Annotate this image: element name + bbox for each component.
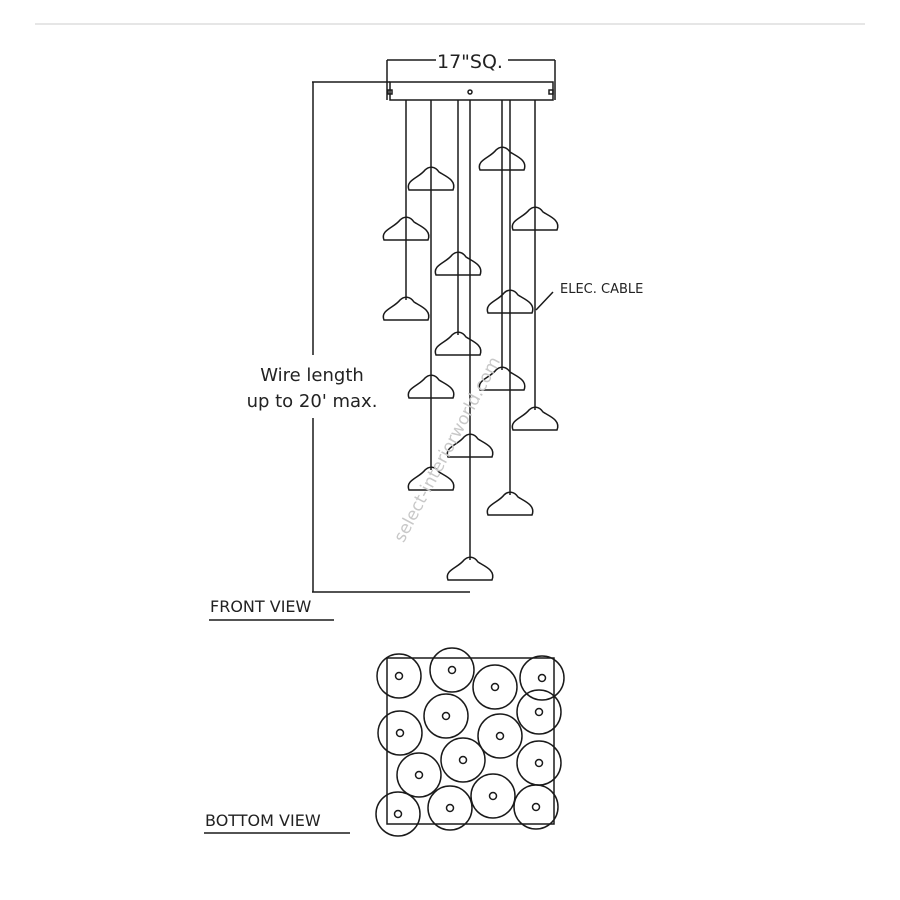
glass-pendant bbox=[511, 206, 559, 231]
wire-point bbox=[534, 707, 544, 717]
glass-pendant bbox=[478, 366, 526, 391]
pendant-outline bbox=[396, 752, 442, 798]
pendant-outline bbox=[516, 689, 562, 735]
wire-point bbox=[393, 809, 403, 819]
glass-pendant bbox=[511, 406, 559, 431]
wire-point bbox=[394, 671, 404, 681]
wire-point bbox=[531, 802, 541, 812]
glass-pendant bbox=[486, 289, 534, 314]
glass-pendant bbox=[382, 296, 430, 321]
wire-point bbox=[495, 731, 505, 741]
front-view-label: FRONT VIEW bbox=[210, 597, 312, 616]
pendant-outline bbox=[429, 647, 475, 693]
height-dimension: Wire length up to 20' max. bbox=[247, 81, 470, 593]
wire-point bbox=[534, 758, 544, 768]
glass-pendant bbox=[382, 216, 430, 241]
wire-length-line2: up to 20' max. bbox=[247, 391, 378, 412]
glass-pendant bbox=[446, 556, 494, 581]
glass-pendant bbox=[434, 251, 482, 276]
wire-point bbox=[447, 665, 457, 675]
wire-point bbox=[488, 791, 498, 801]
pendant-outline bbox=[427, 785, 473, 831]
watermark: select-interiorworld.com bbox=[390, 354, 505, 546]
pendant-outline bbox=[376, 653, 422, 699]
width-dimension: 17"SQ. bbox=[386, 51, 556, 100]
elec-cable-label: ELEC. CABLE bbox=[560, 282, 643, 297]
wire-point bbox=[445, 803, 455, 813]
pendant-outline bbox=[470, 773, 516, 819]
pendant-outline bbox=[519, 655, 565, 701]
bottom-view-label: BOTTOM VIEW bbox=[205, 811, 321, 830]
wire-point bbox=[441, 711, 451, 721]
pendant-outline bbox=[513, 784, 559, 830]
pendant-outline bbox=[440, 737, 486, 783]
glass-pendant bbox=[407, 166, 455, 191]
glass-pendant bbox=[407, 466, 455, 491]
wire-point bbox=[490, 682, 500, 692]
wire-point bbox=[414, 770, 424, 780]
canopy bbox=[387, 81, 554, 101]
glass-pendant bbox=[434, 331, 482, 356]
pendant-outline bbox=[375, 791, 421, 837]
glass-pendant bbox=[478, 146, 526, 171]
wire-point bbox=[458, 755, 468, 765]
elec-cable-callout: ELEC. CABLE bbox=[535, 282, 643, 311]
wire-point bbox=[395, 728, 405, 738]
glass-pendant bbox=[407, 374, 455, 399]
pendant-outline bbox=[377, 710, 423, 756]
front-view-pendants bbox=[382, 100, 559, 581]
glass-pendant bbox=[486, 491, 534, 516]
width-dimension-label: 17"SQ. bbox=[437, 51, 503, 73]
wire-length-line1: Wire length bbox=[260, 365, 364, 386]
bottom-view bbox=[375, 647, 565, 837]
wire-point bbox=[537, 673, 547, 683]
pendant-outline bbox=[423, 693, 469, 739]
glass-pendant bbox=[446, 433, 494, 458]
pendant-outline bbox=[477, 713, 523, 759]
pendant-outline bbox=[472, 664, 518, 710]
